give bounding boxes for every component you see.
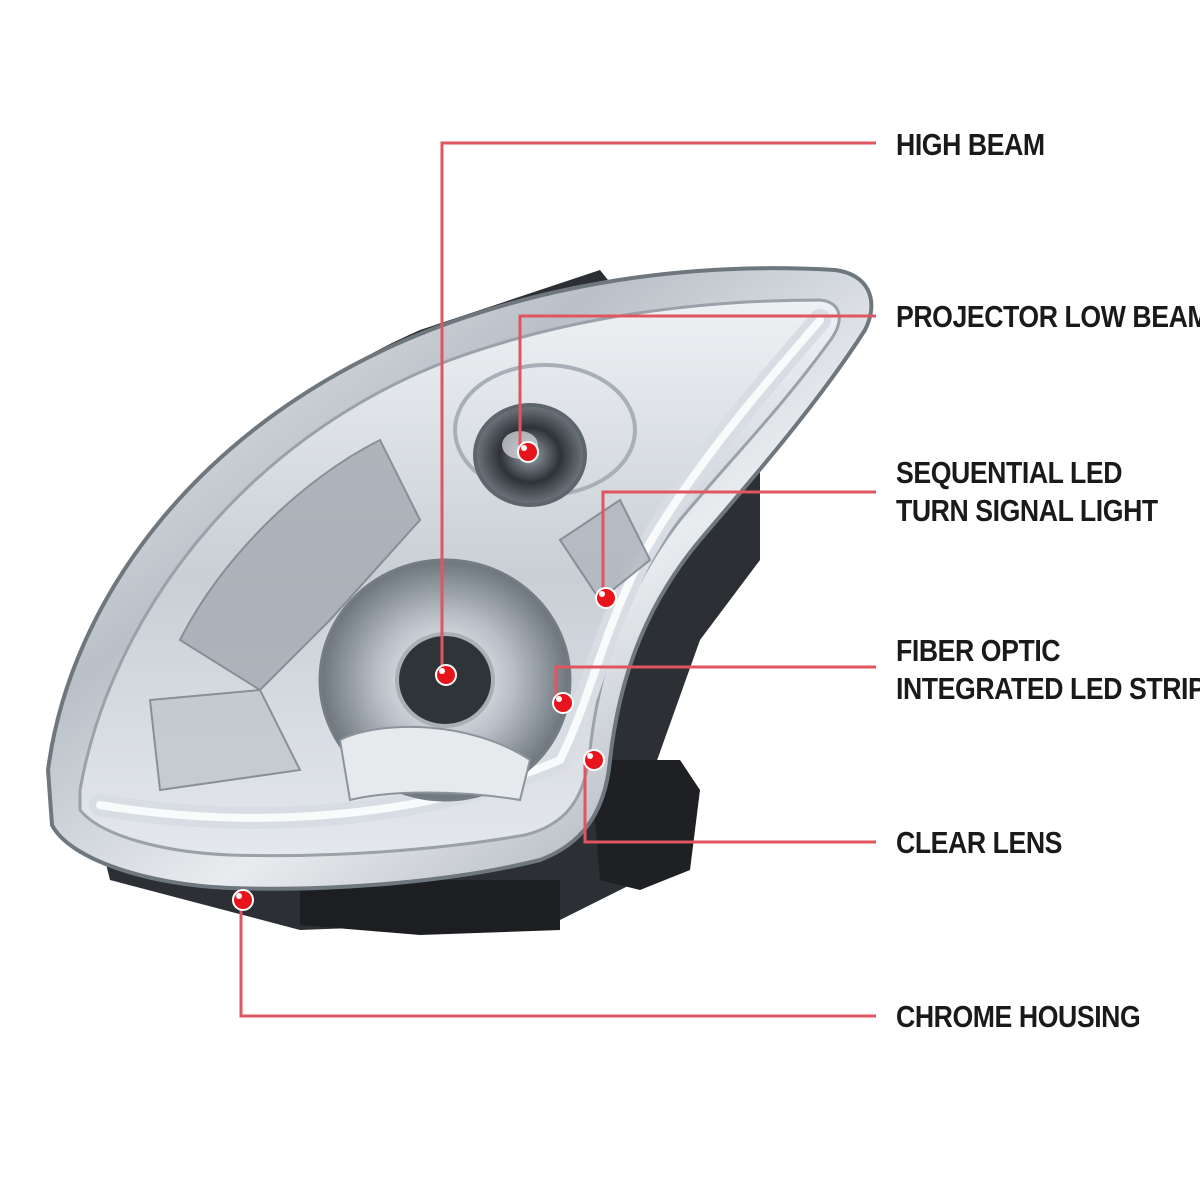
label-chrome-housing: CHROME HOUSING	[896, 998, 1141, 1036]
label-high-beam: HIGH BEAM	[896, 126, 1045, 164]
label-fiber-optic: FIBER OPTIC INTEGRATED LED STRIP	[896, 632, 1200, 708]
leader-line-chrome-housing	[239, 900, 876, 1018]
leader-lines	[239, 141, 876, 1018]
leader-line-fiber-optic	[554, 665, 876, 703]
marker-high-beam	[435, 664, 457, 686]
label-clear-lens-line-1: CLEAR LENS	[896, 825, 1063, 860]
reflector-details	[148, 438, 652, 792]
label-sequential-led-line-1: SEQUENTIAL LED	[896, 455, 1123, 490]
label-fiber-optic-line-2: INTEGRATED LED STRIP	[896, 671, 1200, 706]
label-projector-low-beam-line-1: PROJECTOR LOW BEAM	[896, 299, 1200, 334]
marker-chrome-housing	[232, 889, 254, 911]
label-fiber-optic-line-1: FIBER OPTIC	[896, 633, 1061, 668]
label-sequential-led: SEQUENTIAL LED TURN SIGNAL LIGHT	[896, 454, 1158, 530]
label-high-beam-line-1: HIGH BEAM	[896, 127, 1045, 162]
marker-fiber-optic	[552, 692, 574, 714]
callout-markers	[232, 441, 617, 911]
marker-projector-low-beam	[517, 441, 539, 463]
label-projector-low-beam: PROJECTOR LOW BEAM	[896, 298, 1200, 336]
label-clear-lens: CLEAR LENS	[896, 824, 1062, 862]
marker-clear-lens	[583, 749, 605, 771]
leader-line-high-beam	[440, 141, 876, 670]
leader-line-sequential-led	[601, 490, 876, 598]
marker-sequential-led	[595, 587, 617, 609]
leader-line-projector-low-beam	[518, 314, 876, 452]
label-sequential-led-line-2: TURN SIGNAL LIGHT	[896, 493, 1158, 528]
label-chrome-housing-line-1: CHROME HOUSING	[896, 999, 1141, 1034]
led-strip-shape	[89, 309, 831, 829]
leader-line-clear-lens	[583, 760, 876, 844]
